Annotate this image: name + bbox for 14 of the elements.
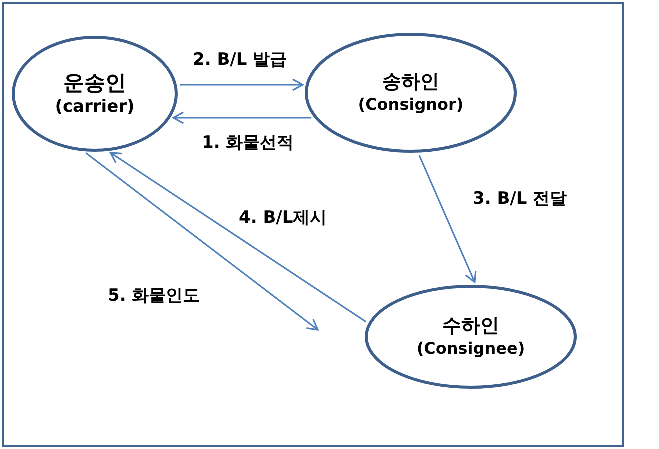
node-subtitle: (carrier) <box>55 96 135 118</box>
ellipse-node <box>12 36 178 152</box>
node-subtitle: (Consignee) <box>416 338 526 359</box>
node-title: 수하인 <box>442 315 500 339</box>
arrow <box>86 152 319 331</box>
arrow <box>418 155 477 284</box>
arrow <box>110 152 367 323</box>
arrow <box>180 78 304 92</box>
node-subtitle: (Consignor) <box>358 94 464 115</box>
ellipse-node <box>365 285 577 389</box>
arrow <box>172 112 312 124</box>
node-title: 송하인 <box>382 71 440 95</box>
ellipse-node <box>305 33 517 153</box>
node-title: 운송인 <box>64 70 126 96</box>
